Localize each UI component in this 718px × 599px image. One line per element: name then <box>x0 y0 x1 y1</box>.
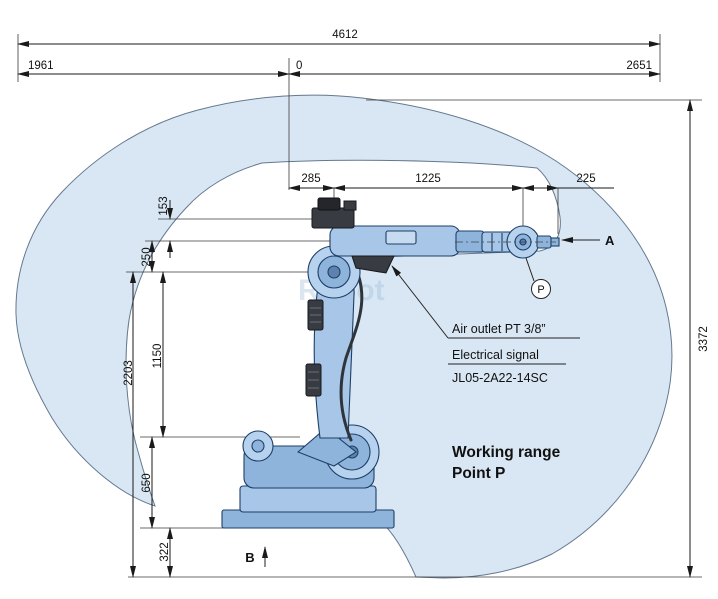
view-b-label: B <box>245 550 254 565</box>
dimension-labels: 4612 1961 0 2651 285 1225 225 3372 153 2… <box>28 29 710 562</box>
robot-manipulator <box>221 197 560 529</box>
dim-left-reach-label: 1961 <box>28 60 54 72</box>
robot-head-cap <box>317 197 341 211</box>
robot-motor-wedge <box>351 255 395 274</box>
view-arrow-a: A <box>561 233 615 248</box>
air-outlet-label: Air outlet PT 3/8” <box>452 322 546 336</box>
robot-pedestal <box>239 485 377 513</box>
view-arrow-b: B <box>245 546 268 567</box>
robot-arm-taper <box>455 230 485 253</box>
robot-cable-hose <box>339 261 364 442</box>
dim-250-label: 250 <box>141 247 153 266</box>
dim-225-label: 225 <box>576 173 595 185</box>
connector-code-label: JL05-2A22-14SC <box>452 371 548 385</box>
point-p-circle <box>531 279 551 299</box>
robot-head-detail <box>343 200 357 211</box>
working-range-line2: Point P <box>452 465 505 482</box>
dim-322-label: 322 <box>159 542 171 561</box>
view-a-label: A <box>605 233 615 248</box>
dimension-lines <box>17 41 693 578</box>
point-p-leader <box>525 257 535 282</box>
dim-2203-label: 2203 <box>123 360 135 386</box>
dim-153-label: 153 <box>158 196 170 215</box>
robot-base-plate <box>221 509 395 529</box>
working-range-caption: Working range Point P <box>452 444 561 482</box>
dim-total-height-label: 3372 <box>698 326 710 352</box>
dim-right-reach-label: 2651 <box>626 60 652 72</box>
dim-zero-label: 0 <box>296 60 302 72</box>
dim-1225-label: 1225 <box>415 173 441 185</box>
robot-head-block <box>311 207 355 229</box>
dim-285-label: 285 <box>301 173 320 185</box>
robot-base-bracket <box>296 427 357 467</box>
air-outlet-leader <box>391 265 449 339</box>
point-p-label: P <box>537 284 544 296</box>
air-outlet-callout: Air outlet PT 3/8” Electrical signal JL0… <box>391 265 580 385</box>
dim-650-label: 650 <box>141 473 153 492</box>
working-range-line1: Working range <box>452 444 561 461</box>
electrical-signal-label: Electrical signal <box>452 348 539 362</box>
dim-1150-label: 1150 <box>152 344 164 369</box>
dim-total-width-label: 4612 <box>332 29 358 41</box>
point-p-balloon: P <box>525 257 551 299</box>
robot-arm-panel <box>385 230 417 245</box>
